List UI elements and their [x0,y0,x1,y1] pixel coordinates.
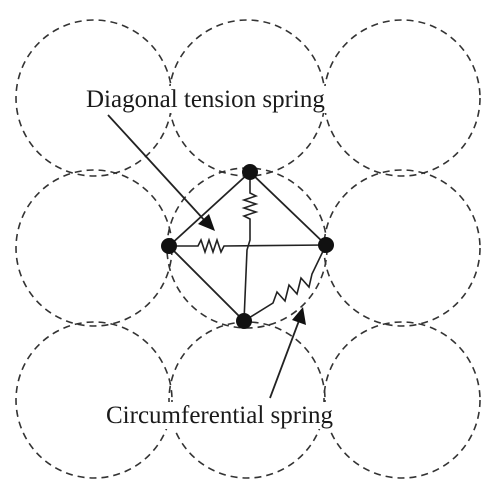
particle-circle-mid-left [15,169,173,327]
arrow-circumferential-line [269,317,301,399]
arrow-diagonal-line [107,114,207,223]
diagonal-spring-horizontal [169,237,327,255]
diagonal-spring-label: Diagonal tension spring [83,86,328,113]
particle-circle-bottom-center [168,321,326,479]
node-left [161,238,177,254]
arrow-diagonal-head [198,214,215,231]
particle-circle-bottom-left [15,321,173,479]
particle-circle-mid-right [323,169,481,327]
diagonal-springs [169,172,327,322]
circumferential-spring-label: Circumferential spring [103,402,337,429]
diagonal-spring-vertical [241,172,259,322]
arrow-circumferential-head [292,307,306,325]
circumferential-edges [168,171,327,322]
particle-circle-bottom-right [323,321,481,479]
edge-top-right [249,171,327,246]
nodes [161,164,334,329]
particle-circle-top-right [323,19,481,177]
pointer-arrows [107,114,306,399]
node-right [318,237,334,253]
circumferential-spring [243,244,327,322]
edge-top-left [168,171,251,247]
node-top [242,164,258,180]
node-bottom [236,313,252,329]
edge-bottom-left [168,245,245,322]
